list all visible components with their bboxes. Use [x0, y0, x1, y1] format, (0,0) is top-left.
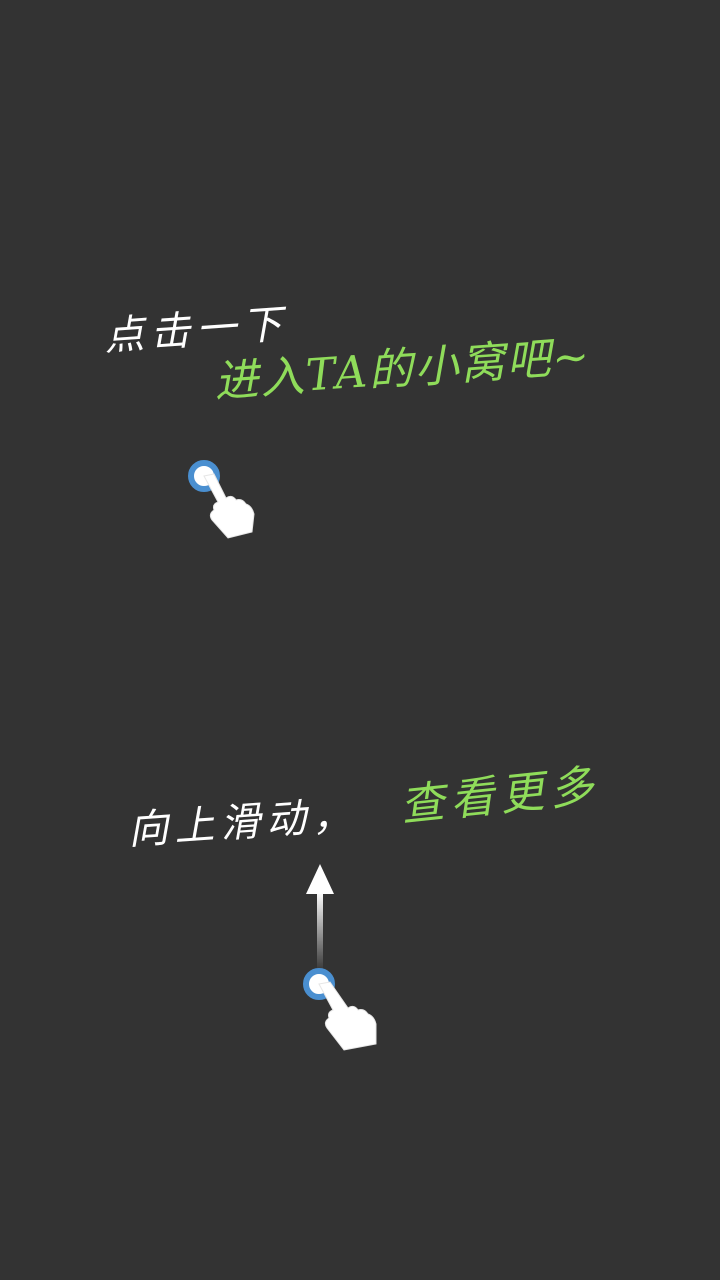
- swipe-up-finger-icon: [303, 864, 377, 1051]
- tap-finger-icon: [188, 460, 255, 539]
- arrow-up-icon: [306, 864, 334, 972]
- swipe-hint-line2: 查看更多: [397, 760, 603, 832]
- swipe-hint-line1: 向上滑动，: [126, 792, 360, 854]
